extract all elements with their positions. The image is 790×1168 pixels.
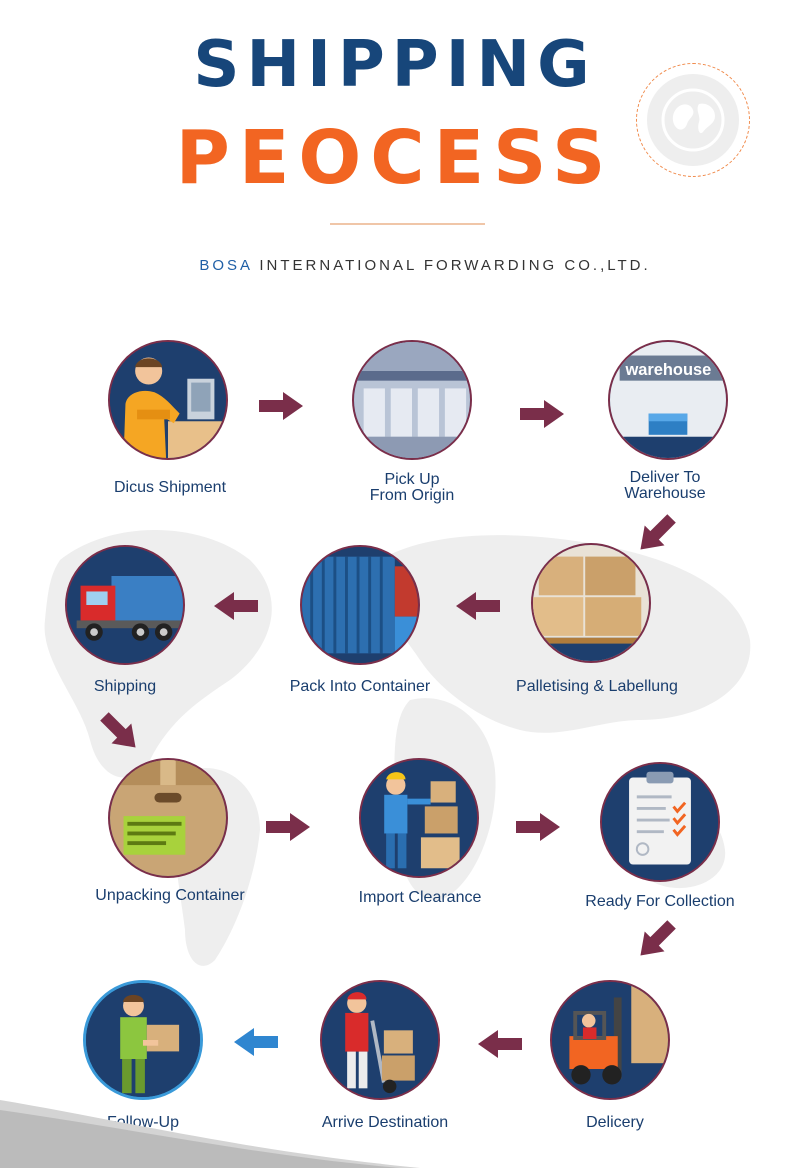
arrow-right <box>520 400 564 428</box>
truck-icon <box>67 547 183 663</box>
step-circle-delivery <box>550 980 670 1100</box>
shipping-container-icon <box>302 547 418 663</box>
arrow-down-right <box>95 707 146 758</box>
page-subtitle-heading: PEOCESS <box>175 115 615 201</box>
step-label-ready-collection: Ready For Collection <box>585 893 735 910</box>
warehouse-sign: warehouse <box>624 361 711 379</box>
arrow-down-left <box>631 509 682 560</box>
worker-scanning-icon <box>361 760 477 876</box>
globe-icon <box>636 63 750 177</box>
arrow-right <box>266 813 310 841</box>
arrow-right <box>259 392 303 420</box>
step-circle-palletising <box>531 543 651 663</box>
step-label-palletising: Palletising & Labellung <box>516 678 678 695</box>
step-circle-import-clearance <box>359 758 479 878</box>
page-title: SHIPPING <box>193 28 597 102</box>
step-label-delivery: Delicery <box>586 1114 644 1131</box>
company-brand: BOSA <box>199 257 253 274</box>
arrow-left <box>214 592 258 620</box>
arrow-left <box>478 1030 522 1058</box>
company-name: BOSA INTERNATIONAL FORWARDING CO.,LTD. <box>0 257 790 274</box>
step-label-shipping: Shipping <box>93 678 157 695</box>
warehouse-icon: warehouse <box>610 342 726 458</box>
step-label-deliver-line2: Warehouse <box>624 485 706 502</box>
step-label-unpacking: Unpacking Container <box>95 887 245 904</box>
hand-truck-icon <box>322 982 438 1098</box>
step-circle-unpacking <box>108 758 228 878</box>
cardboard-box-icon <box>110 760 226 876</box>
person-carrying-box-icon <box>86 983 200 1097</box>
step-circle-pick-up <box>352 340 472 460</box>
clipboard-checklist-icon <box>602 764 718 880</box>
step-circle-pack-container <box>300 545 420 665</box>
step-label-pack-container: Pack Into Container <box>289 678 431 695</box>
step-circle-arrive-destination <box>320 980 440 1100</box>
factory-icon <box>354 342 470 458</box>
step-label-arrive-destination: Arrive Destination <box>321 1114 449 1131</box>
forklift-icon <box>552 982 668 1098</box>
decorative-swoosh <box>0 1100 420 1168</box>
step-circle-deliver-warehouse: warehouse <box>608 340 728 460</box>
arrow-right <box>516 813 560 841</box>
step-label-dicus-shipment: Dicus Shipment <box>113 479 227 496</box>
step-circle-shipping <box>65 545 185 665</box>
arrow-left-blue <box>234 1028 278 1056</box>
step-circle-dicus-shipment <box>108 340 228 460</box>
company-name-rest: INTERNATIONAL FORWARDING CO.,LTD. <box>252 257 651 274</box>
step-circle-ready-collection <box>600 762 720 882</box>
step-label-import-clearance: Import Clearance <box>358 889 482 906</box>
arrow-down-left <box>631 915 682 966</box>
pallet-boxes-icon <box>533 545 649 661</box>
step-circle-follow-up <box>83 980 203 1100</box>
customer-service-icon <box>110 342 226 458</box>
arrow-left <box>456 592 500 620</box>
step-label-pick-up-line2: From Origin <box>369 487 455 504</box>
step-label-pick-up-line1: Pick Up <box>384 471 440 488</box>
step-label-deliver-line1: Deliver To <box>629 469 701 486</box>
title-divider <box>330 223 485 225</box>
